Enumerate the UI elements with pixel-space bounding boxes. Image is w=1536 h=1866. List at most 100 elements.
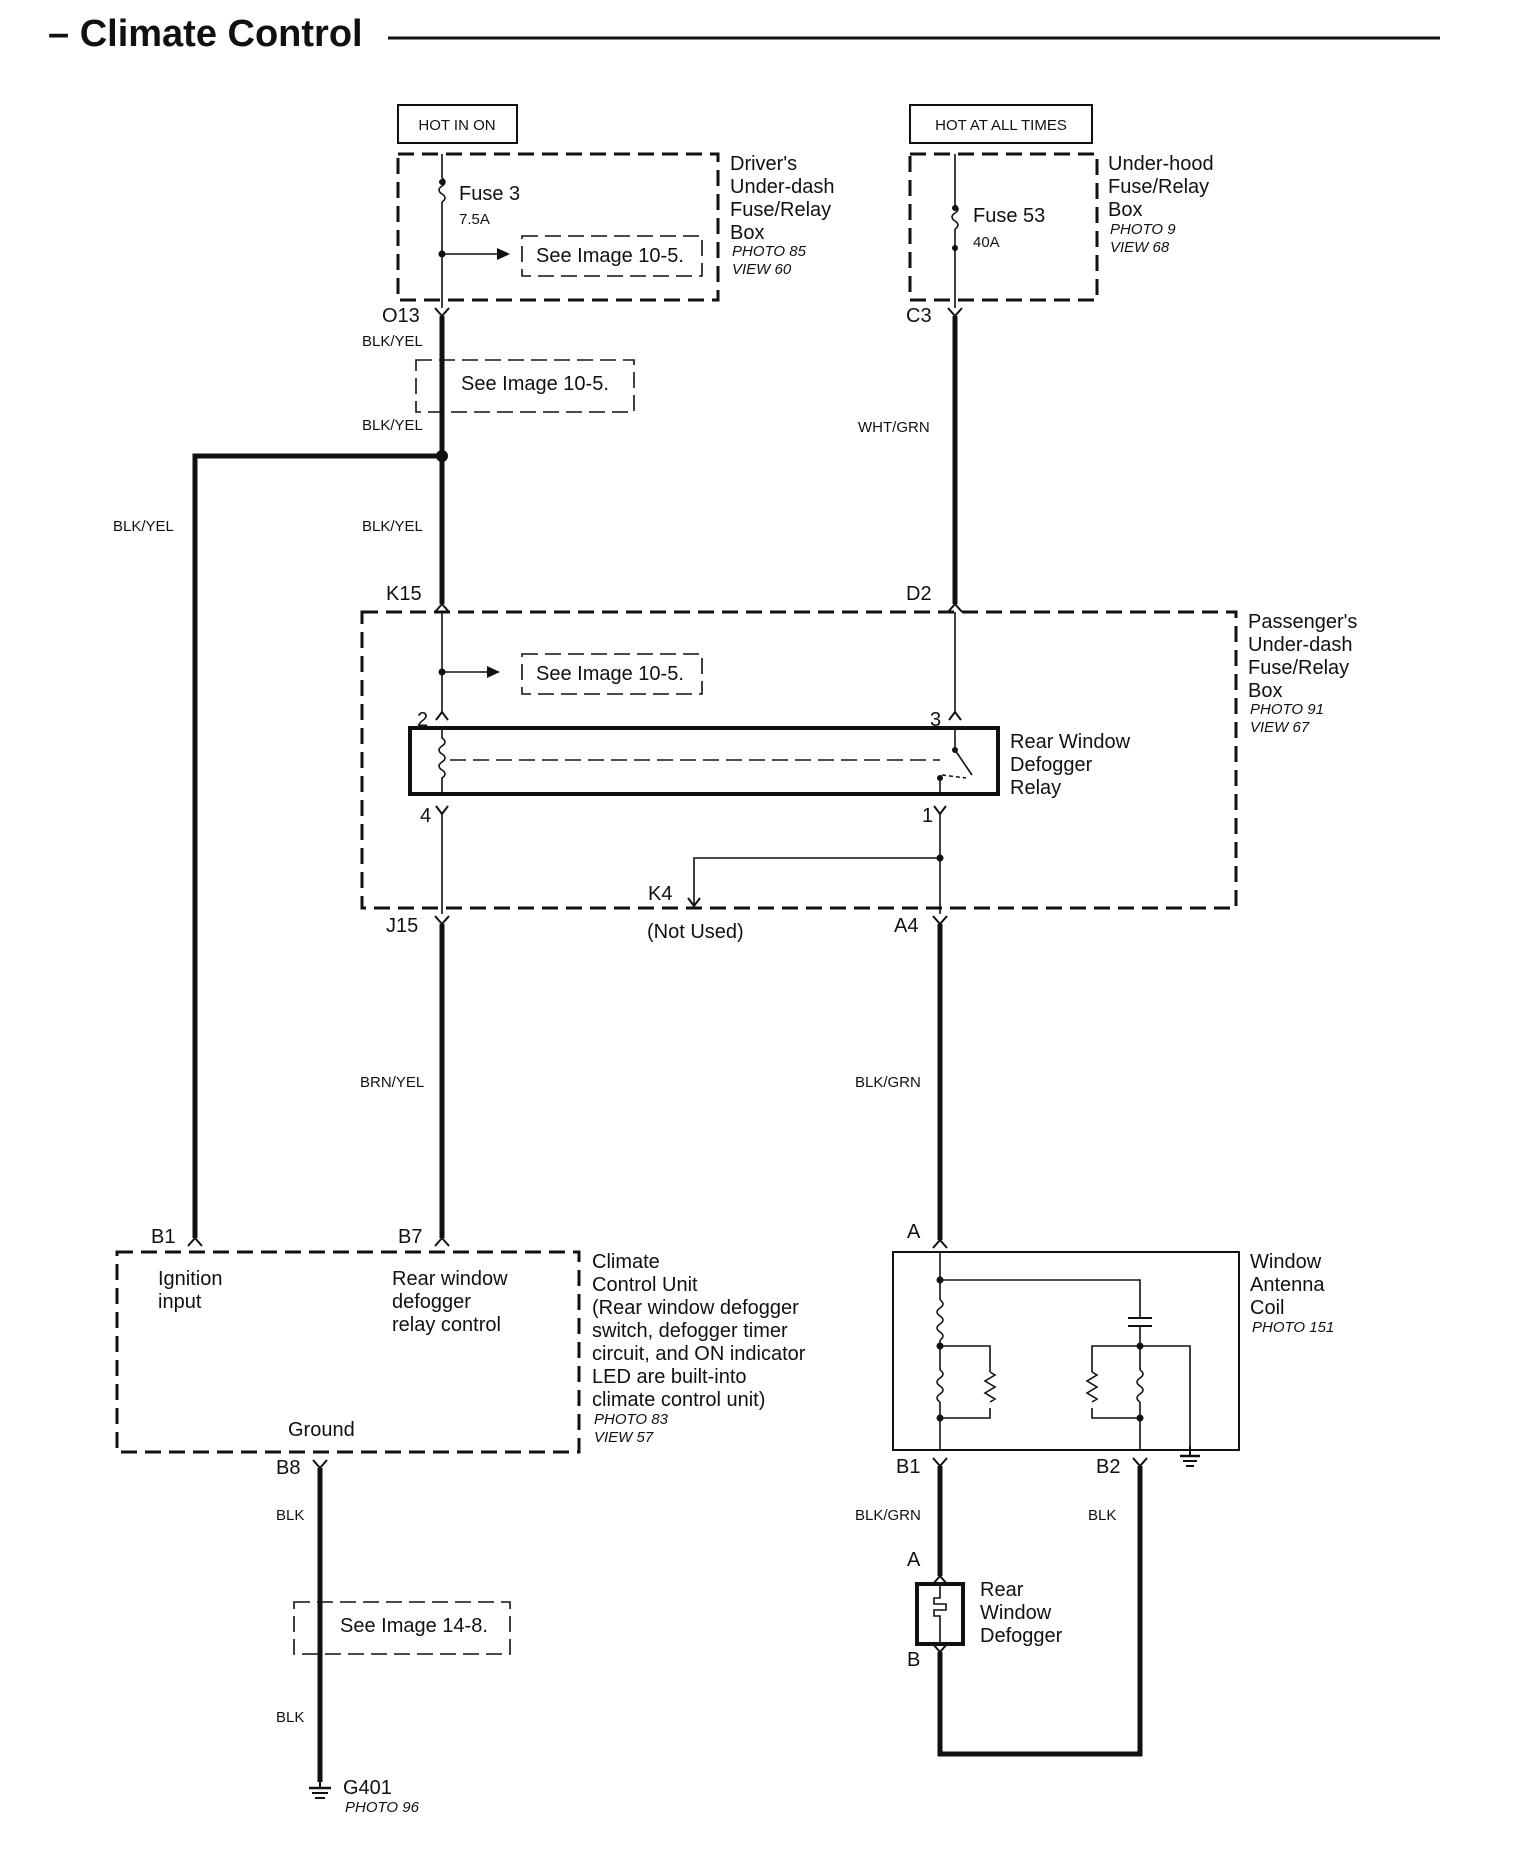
antenna-name-1: Window	[1250, 1251, 1322, 1273]
relay-pin-2: 2	[417, 709, 428, 731]
hot-in-on-box	[397, 104, 518, 144]
connector-symbol	[435, 805, 449, 816]
defogger-name-2: Window	[980, 1602, 1052, 1624]
defogger-name-1: Rear	[980, 1579, 1024, 1601]
see-image-14-8-box	[293, 1601, 511, 1655]
connector-a4: A4	[894, 915, 918, 937]
k4-not-used: (Not Used)	[647, 921, 744, 943]
relay-coil-symbol	[438, 728, 446, 794]
wire-label-brn-yel: BRN/YEL	[360, 1074, 424, 1091]
see-image-10-5-text: See Image 10-5.	[536, 245, 684, 267]
connector-symbol	[1132, 1457, 1148, 1468]
arrow-icon	[497, 248, 510, 260]
drivers-box-name-3: Fuse/Relay	[730, 199, 831, 221]
connector-j15: J15	[386, 915, 418, 937]
climate-unit-name-2: Control Unit	[592, 1274, 698, 1296]
connector-antenna-b2: B2	[1096, 1456, 1120, 1478]
connector-b8: B8	[276, 1457, 300, 1479]
see-image-10-5-text: See Image 10-5.	[536, 663, 684, 685]
connector-symbol	[687, 897, 701, 908]
node	[952, 205, 958, 211]
climate-unit-name-1: Climate	[592, 1251, 660, 1273]
connector-symbol	[932, 1643, 948, 1654]
drivers-box-name-1: Driver's	[730, 153, 797, 175]
connector-k4: K4	[648, 883, 672, 905]
climate-unit-view: VIEW 57	[594, 1429, 654, 1446]
climate-unit-photo: PHOTO 83	[594, 1411, 669, 1428]
wire-label-blk: BLK	[1088, 1507, 1116, 1524]
connector-symbol	[434, 915, 450, 926]
connector-symbol	[948, 710, 962, 721]
connector-symbol	[947, 602, 963, 613]
wire-k4	[693, 857, 940, 904]
ignition-input-1: Ignition	[158, 1268, 223, 1290]
rear-window-defogger-relay	[408, 726, 1000, 796]
see-image-10-5-box	[521, 235, 703, 277]
climate-unit-name-4: switch, defogger timer	[592, 1320, 788, 1342]
defogger-heater-symbol	[933, 1584, 947, 1644]
connector-symbol	[947, 307, 963, 318]
connector-defogger-b: B	[907, 1649, 920, 1671]
underhood-fuse-box	[908, 152, 1099, 302]
relay-name-2: Defogger	[1010, 754, 1093, 776]
drivers-fuse-box	[396, 152, 720, 302]
connector-symbol	[932, 1457, 948, 1468]
connector-symbol	[932, 1574, 948, 1585]
passengers-box-view: VIEW 67	[1250, 719, 1310, 736]
window-antenna-coil	[892, 1251, 1240, 1451]
fuse-3-label: Fuse 3	[459, 183, 520, 205]
ground-g401: G401	[343, 1777, 392, 1799]
connector-symbol	[932, 1238, 948, 1249]
wire-label-blk: BLK	[276, 1507, 304, 1524]
ground-g401-photo: PHOTO 96	[345, 1799, 420, 1816]
node	[952, 747, 958, 753]
passengers-box-name-2: Under-dash	[1248, 634, 1353, 656]
drivers-box-name-4: Box	[730, 222, 764, 244]
relay-control-2: defogger	[392, 1291, 471, 1313]
fuse-53-rating: 40A	[973, 234, 1000, 251]
drivers-box-name-2: Under-dash	[730, 176, 835, 198]
antenna-name-3: Coil	[1250, 1297, 1284, 1319]
connector-antenna-a: A	[907, 1221, 921, 1243]
connector-symbol	[933, 805, 947, 816]
connector-symbol	[434, 602, 450, 613]
wire-label-blk-yel: BLK/YEL	[362, 417, 423, 434]
node	[439, 179, 445, 185]
relay-switch-dash	[941, 774, 967, 779]
see-image-10-5-text: See Image 10-5.	[461, 373, 609, 395]
wire-blk-yel-branch	[192, 453, 442, 1238]
wire-label-blk-grn: BLK/GRN	[855, 1074, 921, 1091]
see-image-14-8-text: See Image 14-8.	[340, 1615, 488, 1637]
antenna-photo: PHOTO 151	[1252, 1319, 1334, 1336]
hot-in-on-label: HOT IN ON	[418, 117, 495, 134]
underhood-box-view: VIEW 68	[1110, 239, 1170, 256]
see-image-10-5-box	[415, 359, 635, 413]
defogger-name-3: Defogger	[980, 1625, 1063, 1647]
wire-label-blk: BLK	[276, 1709, 304, 1726]
relay-pin-4: 4	[420, 805, 431, 827]
node	[937, 775, 943, 781]
connector-c3: C3	[906, 305, 932, 327]
ground-label: Ground	[288, 1419, 355, 1441]
hot-at-all-times-label: HOT AT ALL TIMES	[935, 117, 1067, 134]
underhood-box-photo: PHOTO 9	[1110, 221, 1176, 238]
relay-name-1: Rear Window	[1010, 731, 1131, 753]
wire-label-blk-yel: BLK/YEL	[113, 518, 174, 535]
connector-symbol	[435, 710, 449, 721]
wire-label-blk-yel: BLK/YEL	[362, 333, 423, 350]
relay-pin-3: 3	[930, 709, 941, 731]
passengers-box-name-3: Fuse/Relay	[1248, 657, 1349, 679]
relay-name-3: Relay	[1010, 777, 1061, 799]
climate-unit-name-3: (Rear window defogger	[592, 1297, 799, 1319]
page-title: – Climate Control	[48, 13, 363, 55]
fuse-53-label: Fuse 53	[973, 205, 1045, 227]
connector-defogger-a: A	[907, 1549, 921, 1571]
wire-label-blk-grn: BLK/GRN	[855, 1507, 921, 1524]
connector-symbol	[932, 915, 948, 926]
connector-symbol	[312, 1459, 328, 1470]
connector-b1: B1	[151, 1226, 175, 1248]
fuse-53-symbol	[951, 204, 959, 230]
drivers-box-view: VIEW 60	[732, 261, 792, 278]
connector-symbol	[434, 307, 450, 318]
climate-unit-name-5: circuit, and ON indicator	[592, 1343, 806, 1365]
